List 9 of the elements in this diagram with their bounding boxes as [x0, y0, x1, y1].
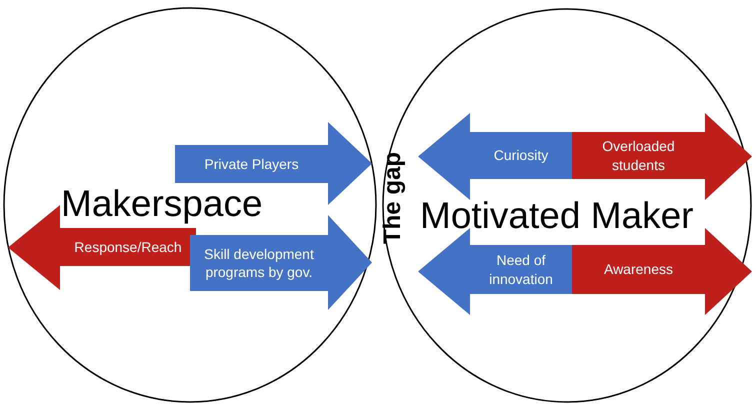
arrow-label: Awareness — [602, 260, 674, 280]
arrow-label: Curiosity — [492, 146, 550, 166]
circle-title: Motivated Maker — [420, 197, 694, 234]
arrow-label: Need of innovation — [488, 251, 554, 288]
circle-title: Makerspace — [61, 185, 263, 222]
arrow-label: Overloaded students — [601, 137, 676, 174]
arrow-label: Private Players — [203, 154, 300, 174]
arrow-label: Skill development programs by gov. — [203, 244, 315, 282]
arrow-label: Response/Reach — [73, 238, 183, 257]
